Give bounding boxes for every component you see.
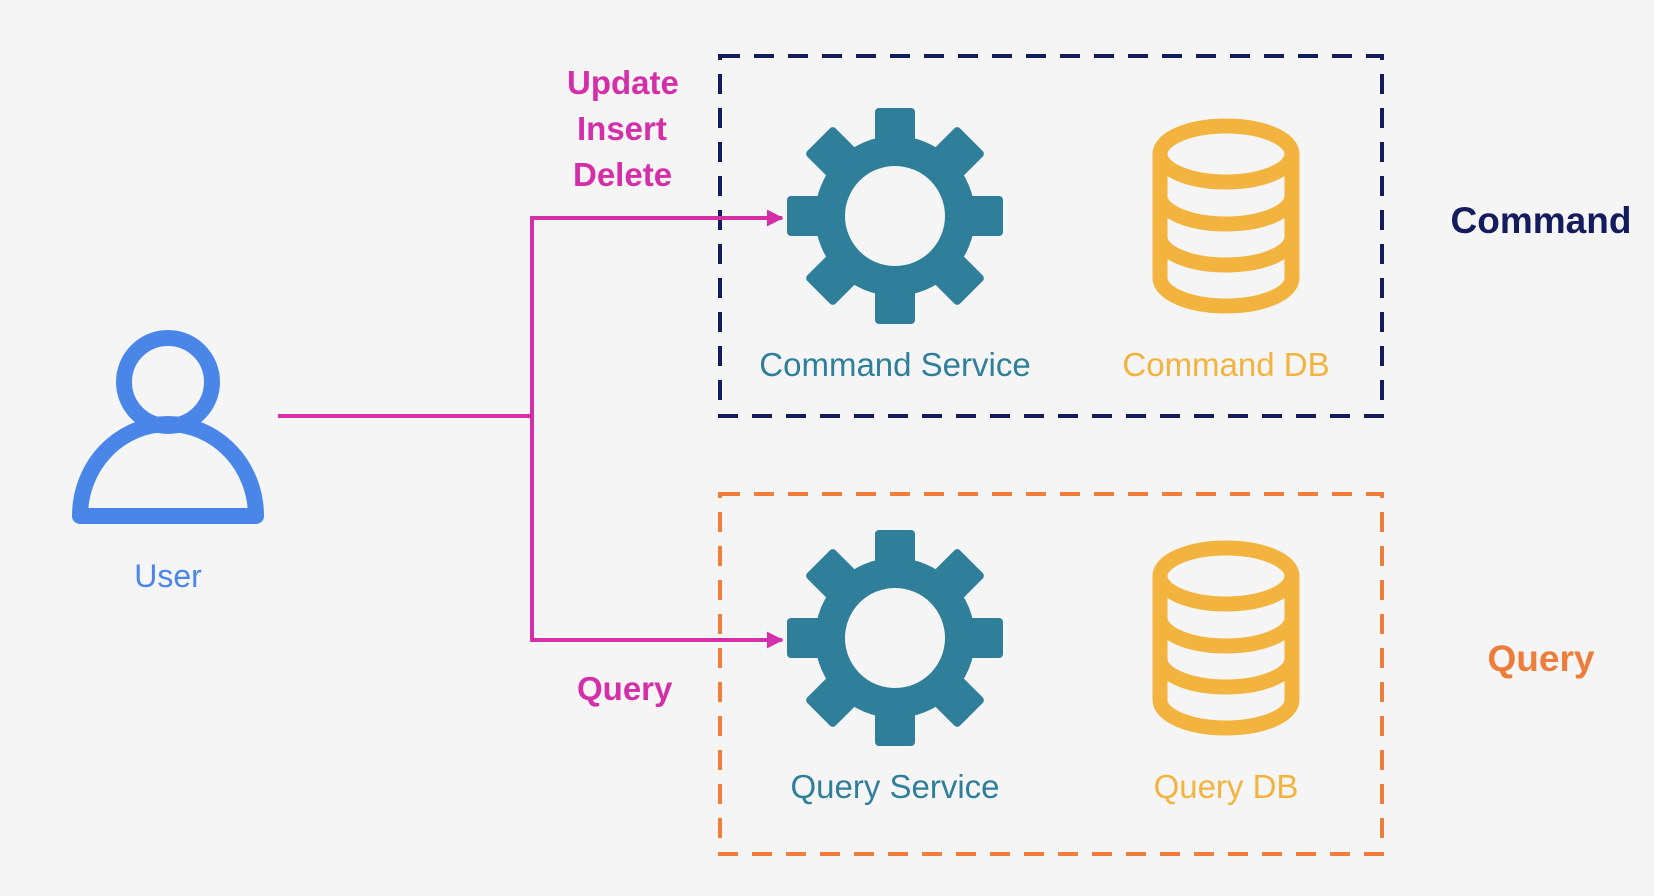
query-database-icon [1160, 548, 1292, 728]
operation-label-insert: Insert [577, 110, 667, 147]
query-edge-arrow[interactable] [530, 416, 784, 649]
query-service-label: Query Service [790, 768, 1000, 805]
operation-label-query: Query [577, 670, 673, 707]
user-icon [72, 330, 264, 524]
command-db-label: Command DB [1122, 346, 1330, 383]
query-service-gear-icon [787, 530, 1003, 746]
command-service-gear-icon [787, 108, 1003, 324]
operation-label-update: Update [567, 64, 679, 101]
command-group-label: Command [1450, 200, 1632, 241]
command-edge-arrow[interactable] [530, 209, 784, 416]
query-db-label: Query DB [1153, 768, 1299, 805]
command-service-label: Command Service [759, 346, 1031, 383]
user-label: User [134, 558, 202, 594]
query-group-label: Query [1487, 638, 1595, 679]
operation-label-delete: Delete [573, 156, 673, 193]
command-database-icon [1160, 126, 1292, 306]
